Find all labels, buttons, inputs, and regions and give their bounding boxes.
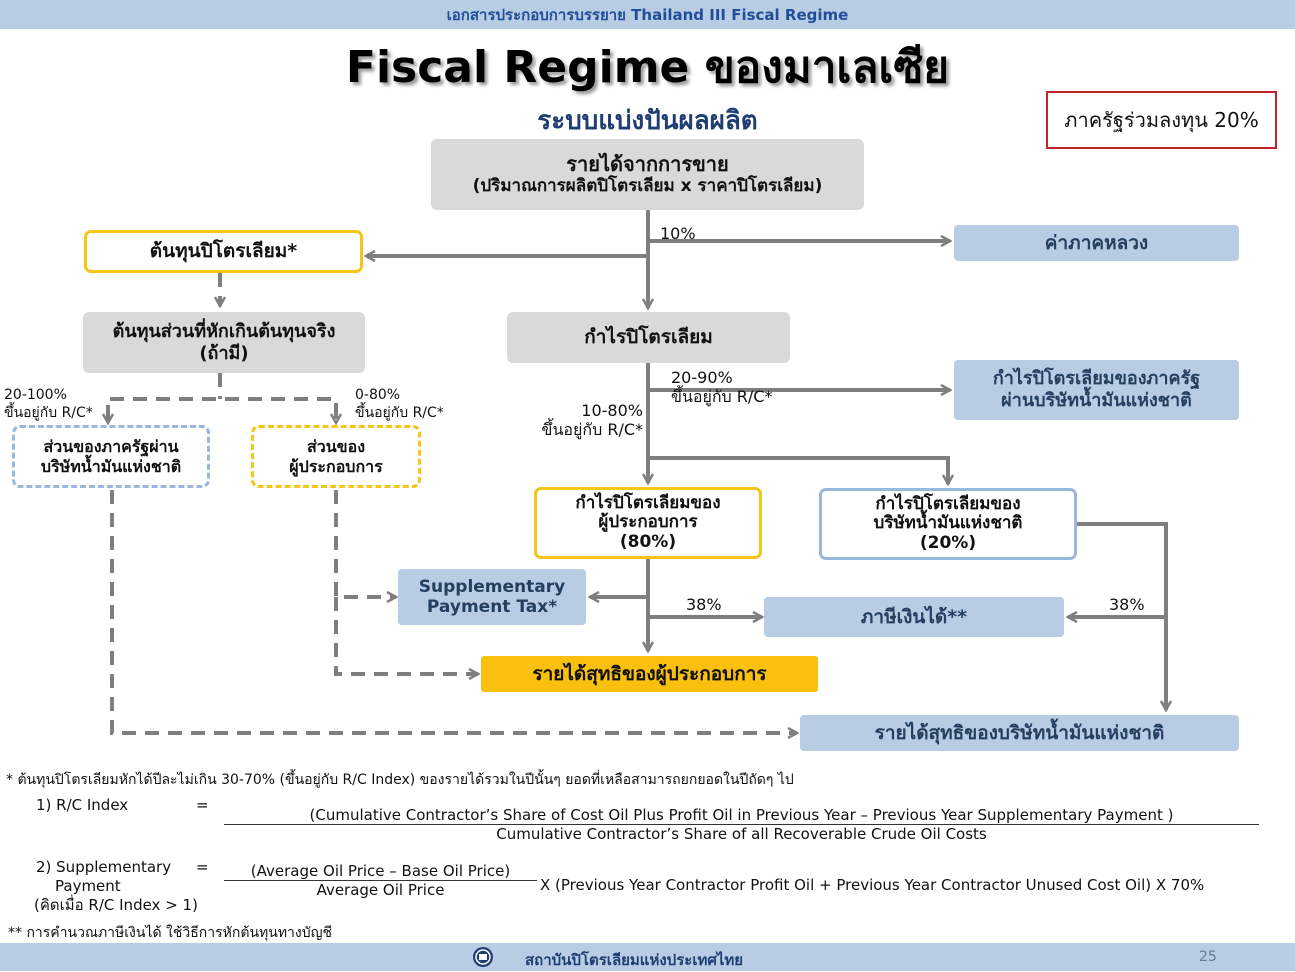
state-share-noc-box: ส่วนของภาครัฐผ่าน บริษัทน้ำมันแห่งชาติ xyxy=(12,425,210,488)
contractor-profit-line1: กำไรปิโตรเลียมของ xyxy=(575,492,721,513)
royalty-box: ค่าภาคหลวง xyxy=(954,225,1239,261)
state-participation-box: ภาครัฐร่วมลงทุน 20% xyxy=(1046,91,1277,149)
excess-cost-line2: (ถ้ามี) xyxy=(199,342,249,364)
tax-rate-right-label: 38% xyxy=(1109,595,1145,614)
noc-profit-percent: (20%) xyxy=(919,532,977,553)
noc-net-box: รายได้สุทธิของบริษัทน้ำมันแห่งชาติ xyxy=(800,715,1239,751)
noc-profit-box: กำไรปิโตรเลียมของ บริษัทน้ำมันแห่งชาติ (… xyxy=(819,488,1077,560)
sp-numerator: (Average Oil Price – Base Oil Price) xyxy=(250,862,511,880)
state-split-line1: 20-90% xyxy=(671,368,733,387)
excess-right-line2: ขึ้นอยู่กับ R/C* xyxy=(355,404,444,421)
contractor-share-line2: ผู้ประกอบการ xyxy=(289,456,383,476)
contractor-profit-box: กำไรปิโตรเลียมของ ผู้ประกอบการ (80%) xyxy=(534,487,762,559)
cost-oil-label: ต้นทุนปิโตรเลียม* xyxy=(149,240,298,263)
sp-denominator: Average Oil Price xyxy=(316,881,445,899)
contractor-split-line1: 10-80% xyxy=(581,401,643,420)
subtitle: ระบบแบ่งปันผลผลิต xyxy=(537,106,758,136)
rc-index-label: 1) R/C Index xyxy=(36,796,129,814)
institute-logo-icon xyxy=(473,947,493,967)
dash-contractor-share-to-net xyxy=(334,597,478,674)
gross-revenue-title: รายได้จากการขาย xyxy=(566,152,729,177)
excess-left-line1: 20-100% xyxy=(4,387,67,403)
rc-numerator: (Cumulative Contractor’s Share of Cost O… xyxy=(309,806,1174,824)
contractor-share-box: ส่วนของ ผู้ประกอบการ xyxy=(251,425,421,488)
excess-cost-line1: ต้นทุนส่วนที่หักเกินต้นทุนจริง xyxy=(112,320,336,342)
footnote-star: * ต้นทุนปิโตรเลียมหักได้ปีละไม่เกิน 30-7… xyxy=(6,772,794,788)
excess-right-label: 0-80% ขึ้นอยู่กับ R/C* xyxy=(355,387,444,422)
page-title: Fiscal Regime ของมาเลเซีย xyxy=(345,42,950,93)
state-split-label: 20-90% ขึ้นอยู่กับ R/C* xyxy=(671,368,772,406)
spt-line1: Supplementary xyxy=(418,576,566,597)
state-share-noc-line2: บริษัทน้ำมันแห่งชาติ xyxy=(40,456,182,476)
sp-label-line3: (คิดเมื่อ R/C Index > 1) xyxy=(34,895,198,914)
footer-text: สถาบันปิโตรเลียมแห่งประเทศไทย xyxy=(525,951,744,969)
contractor-net-box: รายได้สุทธิของผู้ประกอบการ xyxy=(481,656,818,692)
contractor-split-label: 10-80% ขึ้นอยู่กับ R/C* xyxy=(533,401,643,439)
noc-profit-line2: บริษัทน้ำมันแห่งชาติ xyxy=(873,513,1023,534)
royalty-rate-label: 10% xyxy=(660,224,696,243)
state-participation-text: ภาครัฐร่วมลงทุน 20% xyxy=(1064,108,1259,132)
sp-label: 2) Supplementary Payment (คิดเมื่อ R/C I… xyxy=(34,858,198,914)
state-profit-noc-line1: กำไรปิโตรเลียมของภาครัฐ xyxy=(992,368,1201,390)
footnote-double-star: ** การคำนวณภาษีเงินได้ ใช้วิธีการหักต้นท… xyxy=(8,925,333,941)
cost-oil-box: ต้นทุนปิโตรเลียม* xyxy=(84,230,363,273)
footer-band: สถาบันปิโตรเลียมแห่งประเทศไทย 25 xyxy=(0,943,1295,971)
dash-state-share-to-noc-net xyxy=(110,490,797,733)
arrow-to-noc-profit xyxy=(648,456,948,484)
profit-oil-box: กำไรปิโตรเลียม xyxy=(507,312,790,363)
rc-fraction-bar xyxy=(224,824,1259,825)
sp-multiplier: X (Previous Year Contractor Profit Oil +… xyxy=(540,876,1205,894)
excess-left-label: 20-100% ขึ้นอยู่กับ R/C* xyxy=(4,387,93,422)
state-profit-noc-box: กำไรปิโตรเลียมของภาครัฐ ผ่านบริษัทน้ำมัน… xyxy=(954,360,1239,420)
rc-denominator: Cumulative Contractor’s Share of all Rec… xyxy=(496,825,987,843)
royalty-label: ค่าภาคหลวง xyxy=(1044,231,1149,254)
noc-profit-line1: กำไรปิโตรเลียมของ xyxy=(875,493,1021,514)
excess-left-line2: ขึ้นอยู่กับ R/C* xyxy=(4,404,93,421)
sp-label-line2: Payment xyxy=(55,876,121,895)
spt-line2: Payment Tax* xyxy=(426,597,558,617)
dash-excess-horizontal xyxy=(106,397,338,420)
sp-fraction-bar xyxy=(224,880,537,881)
tax-rate-left-label: 38% xyxy=(686,595,722,614)
state-split-line2: ขึ้นอยู่กับ R/C* xyxy=(671,387,773,407)
excess-cost-box: ต้นทุนส่วนที่หักเกินต้นทุนจริง (ถ้ามี) xyxy=(83,312,365,373)
header-band: เอกสารประกอบการบรรยาย Thailand III Fisca… xyxy=(0,0,1295,29)
rc-equals: = xyxy=(196,796,209,814)
contractor-split-line2: ขึ้นอยู่กับ R/C* xyxy=(541,420,643,440)
income-tax-box: ภาษีเงินได้** xyxy=(764,597,1064,637)
sp-label-line1: 2) Supplementary xyxy=(36,858,172,876)
contractor-profit-line2: ผู้ประกอบการ xyxy=(598,512,698,533)
contractor-profit-percent: (80%) xyxy=(619,531,677,552)
page-number: 25 xyxy=(1199,949,1217,965)
dash-contractor-share-to-spt xyxy=(334,490,396,597)
contractor-net-label: รายได้สุทธิของผู้ประกอบการ xyxy=(532,662,767,685)
gross-revenue-formula: (ปริมาณการผลิตปิโตรเลียม x ราคาปิโตรเลีย… xyxy=(472,176,823,197)
income-tax-label: ภาษีเงินได้** xyxy=(860,605,968,628)
noc-net-label: รายได้สุทธิของบริษัทน้ำมันแห่งชาติ xyxy=(874,721,1165,744)
state-share-noc-line1: ส่วนของภาครัฐผ่าน xyxy=(43,437,179,457)
state-profit-noc-line2: ผ่านบริษัทน้ำมันแห่งชาติ xyxy=(1001,390,1192,411)
excess-right-line1: 0-80% xyxy=(355,387,401,403)
contractor-share-line1: ส่วนของ xyxy=(306,437,366,457)
profit-oil-label: กำไรปิโตรเลียม xyxy=(584,326,713,349)
spt-box: Supplementary Payment Tax* xyxy=(398,569,586,625)
arrow-noc-right xyxy=(1077,522,1166,710)
gross-revenue-box: รายได้จากการขาย (ปริมาณการผลิตปิโตรเลียม… xyxy=(431,139,864,210)
header-text: เอกสารประกอบการบรรยาย Thailand III Fisca… xyxy=(446,5,849,24)
sp-equals: = xyxy=(196,858,209,876)
